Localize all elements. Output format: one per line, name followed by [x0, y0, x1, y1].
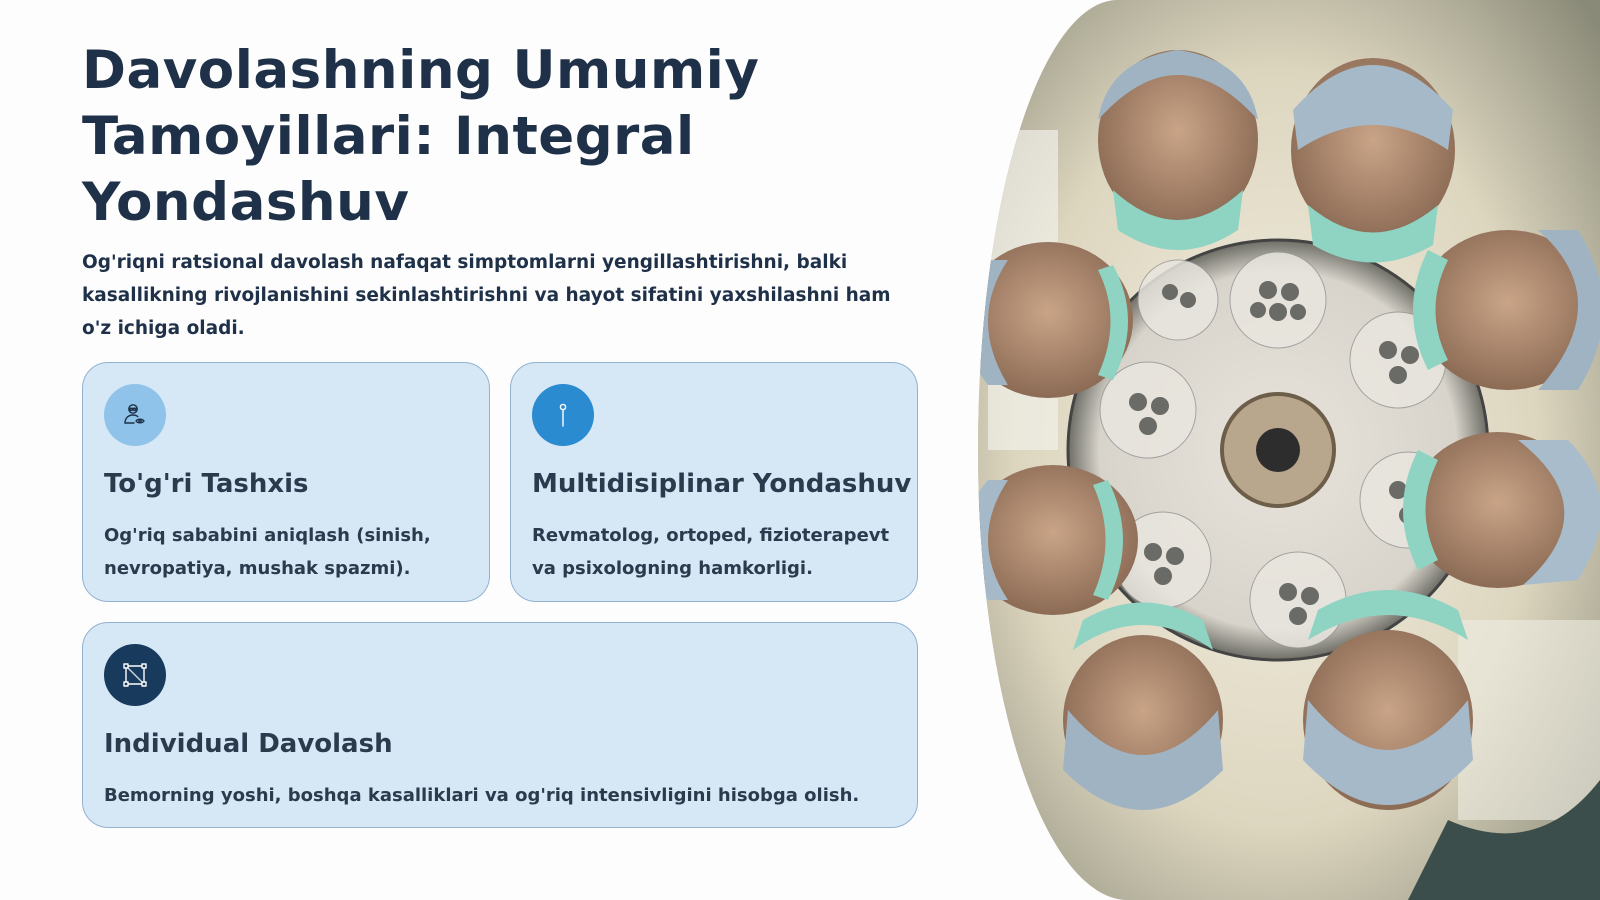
- card-text: Og'riq sababini aniqlash (sinish, nevrop…: [104, 525, 431, 579]
- card-correct-diagnosis: To'g'ri Tashxis Og'riq sababini aniqlash…: [82, 362, 490, 602]
- card-individual-treatment: Individual Davolash Bemorning yoshi, bos…: [82, 622, 918, 828]
- card-multidisciplinary: Multidisiplinar Yondashuv Revmatolog, or…: [510, 362, 918, 602]
- pin-icon: [532, 384, 594, 446]
- surgeons-photo: [978, 0, 1600, 900]
- card-title: Individual Davolash: [104, 729, 393, 759]
- card-text: Bemorning yoshi, boshqa kasalliklari va …: [104, 785, 860, 806]
- card-title: To'g'ri Tashxis: [104, 469, 309, 499]
- card-title: Multidisiplinar Yondashuv: [532, 469, 912, 499]
- page-title: Davolashning Umumiy Tamoyillari: Integra…: [82, 40, 760, 233]
- surgeons-photo-illustration: [978, 0, 1600, 900]
- card-text: Revmatolog, ortoped, fizioterapevt va ps…: [532, 525, 890, 579]
- page-subtitle: Og'riqni ratsional davolash nafaqat simp…: [82, 252, 891, 339]
- vector-shape-icon: [104, 644, 166, 706]
- doctor-eye-icon: [104, 384, 166, 446]
